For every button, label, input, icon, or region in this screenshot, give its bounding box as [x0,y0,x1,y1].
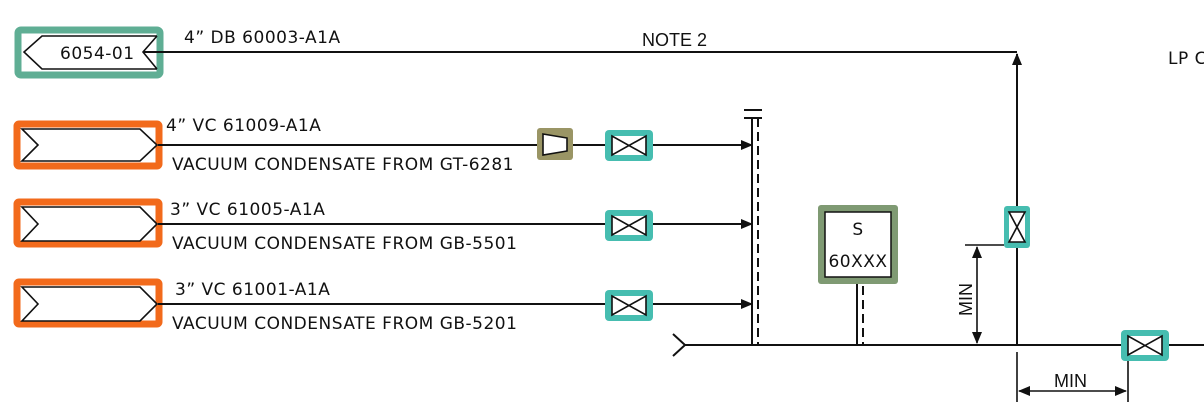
offpage-connector-arrow-icon [20,206,159,242]
gate-valve-2[interactable] [605,210,653,241]
offpage-connector-6054-01[interactable]: 6054-01 [14,26,164,79]
line-spec-db-60003: 4” DB 60003-A1A [184,28,341,48]
gate-valve-1[interactable] [605,130,653,161]
incoming-line-2: 3” VC 61005-A1A VACUUM CONDENSATE FROM G… [13,198,753,254]
gate-valve-icon [1007,211,1027,243]
note-2-label: NOTE 2 [642,30,707,50]
dimension-horizontal: MIN [1016,352,1129,402]
source-description-1: VACUUM CONDENSATE FROM GT-6281 [172,155,514,175]
incoming-line-3: 3” VC 61001-A1A VACUUM CONDENSATE FROM G… [13,278,753,334]
source-description-3: VACUUM CONDENSATE FROM GB-5201 [172,314,517,334]
lp-label: LP C [1168,49,1204,69]
offpage-connector-in-3[interactable] [13,278,163,328]
gate-valve-icon [611,294,647,317]
line-spec-vc-61009: 4” VC 61009-A1A [166,116,321,136]
offpage-connector-arrow-icon [20,128,159,162]
gate-valve-main[interactable] [1121,330,1169,361]
instrument-s-60xxx[interactable]: S 60XXX [818,205,898,345]
main-line-inlet-icon [672,333,687,357]
gate-valve-3[interactable] [605,290,653,321]
gate-valve-icon [611,134,647,157]
riser-gate-valve[interactable] [1004,206,1030,248]
offpage-connector-arrow-icon [20,286,159,322]
dimension-horizontal-label: MIN [1054,371,1087,391]
gate-valve-icon [1127,334,1163,357]
source-description-2: VACUUM CONDENSATE FROM GB-5501 [172,234,517,254]
offpage-connector-in-1[interactable] [13,120,163,170]
instrument-type: S [852,220,863,240]
offpage-connector-label: 6054-01 [60,44,135,64]
incoming-line-1: 4” VC 61009-A1A VACUUM CONDENSATE FROM G… [13,116,753,175]
gate-valve-icon [611,214,647,237]
line-spec-vc-61001: 3” VC 61001-A1A [175,280,330,300]
offpage-connector-in-2[interactable] [13,198,163,248]
dimension-vertical: MIN [956,244,1004,344]
line-spec-vc-61005: 3” VC 61005-A1A [170,200,325,220]
reducer[interactable] [537,128,573,160]
instrument-tag: 60XXX [828,252,887,272]
reducer-icon [542,133,568,156]
dimension-vertical-label: MIN [956,283,976,316]
collection-header[interactable] [744,109,762,345]
